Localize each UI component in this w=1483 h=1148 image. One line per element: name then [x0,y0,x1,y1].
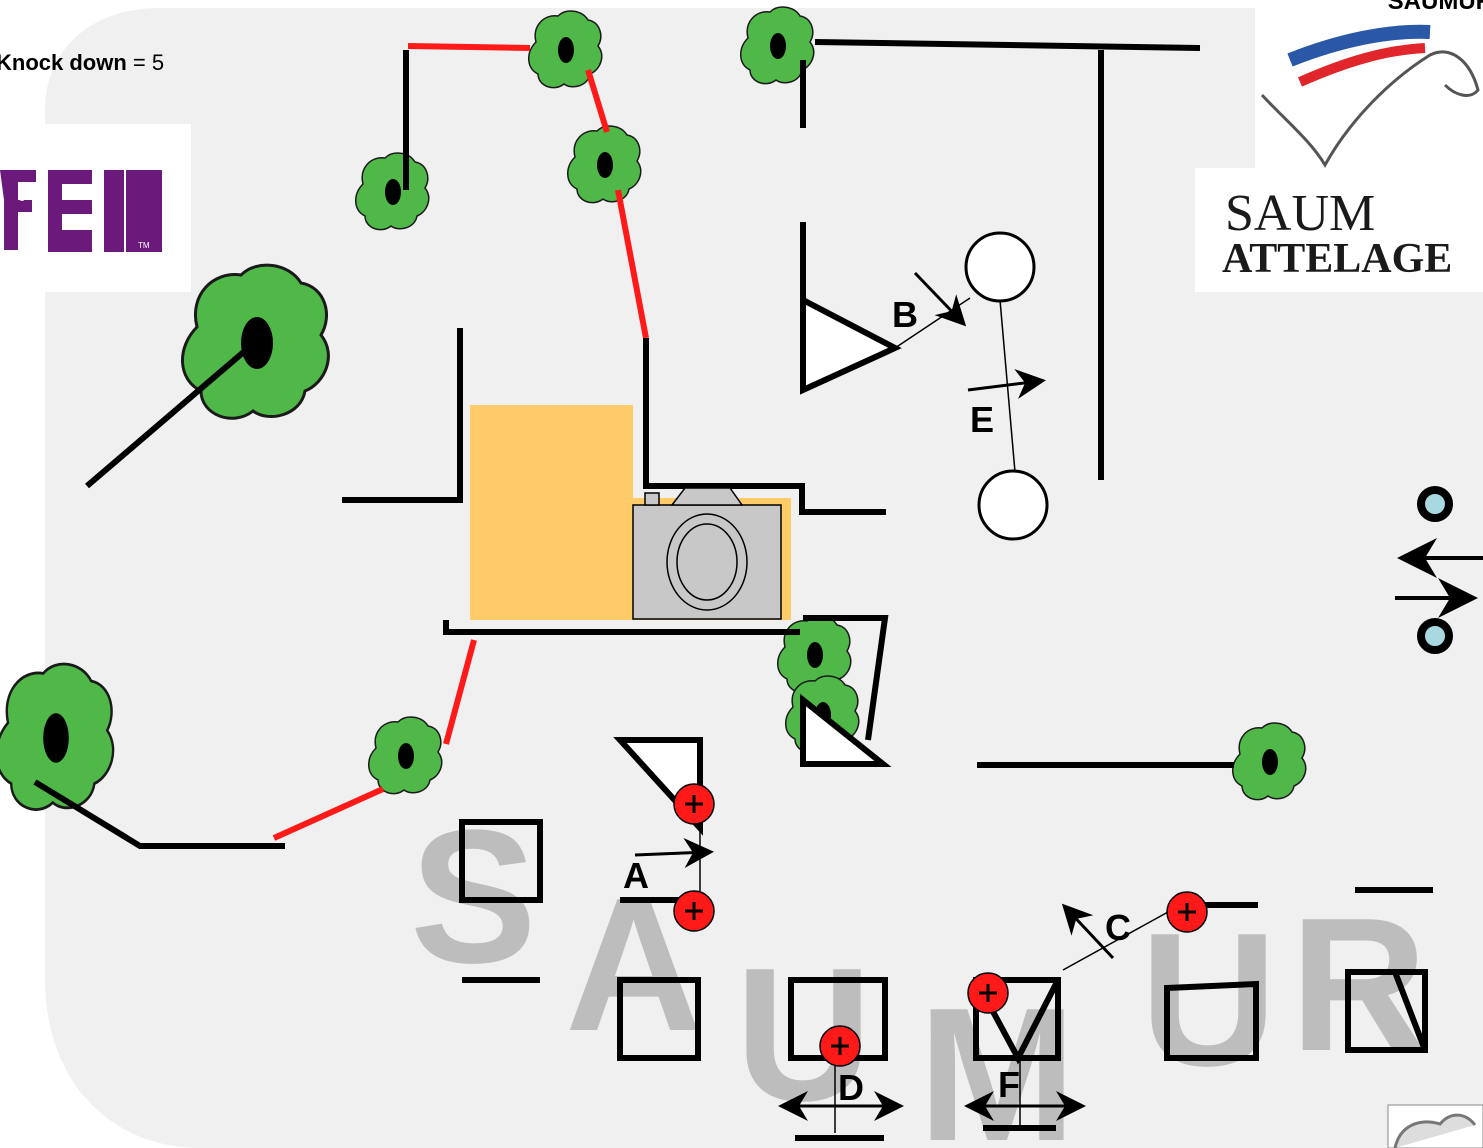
knock-down-value: = 5 [132,50,165,75]
gate-label-e: E [970,399,994,440]
gate-arrows [634,271,1115,1121]
watermark-letter-r: R [1290,879,1427,1091]
knock-down-label: Knock down [0,50,127,75]
gate-label-a: A [623,855,649,896]
plus-marker-icon [1165,890,1209,934]
gate-label-b: B [892,294,918,335]
triangle-obstacle-b [800,295,902,395]
gate-labels: A B C D E F [623,294,1131,1108]
gate-label-c: C [1105,907,1131,948]
post-circle [964,231,1036,303]
camera-icon [632,487,782,620]
fei-logo: TM [0,124,191,292]
venue-title: SAUMUR 2 [1387,0,1483,15]
plus-marker-icon [672,889,716,933]
triangle-obstacle-lower [800,693,892,767]
saumur-attelage-logo: SAUM ATTELAGE [1195,8,1483,292]
gate-label-f: F [998,1064,1020,1105]
saumur-logo-line1: SAUM [1225,185,1375,242]
watermark-letter-a: A [565,859,702,1071]
saumur-logo-line2: ATTELAGE [1222,236,1452,282]
horse-icon [1387,1104,1483,1148]
direction-arrows-icon [1395,486,1483,654]
post-circle [977,469,1049,541]
plus-marker-icon [818,1024,862,1068]
knock-down-text: Knock down = 5 [0,50,164,76]
gate-label-d: D [838,1067,864,1108]
plus-marker-icon [966,971,1010,1015]
red-boundaries [272,43,649,841]
svg-text:TM: TM [138,241,150,250]
plus-marker-icon [672,782,716,826]
